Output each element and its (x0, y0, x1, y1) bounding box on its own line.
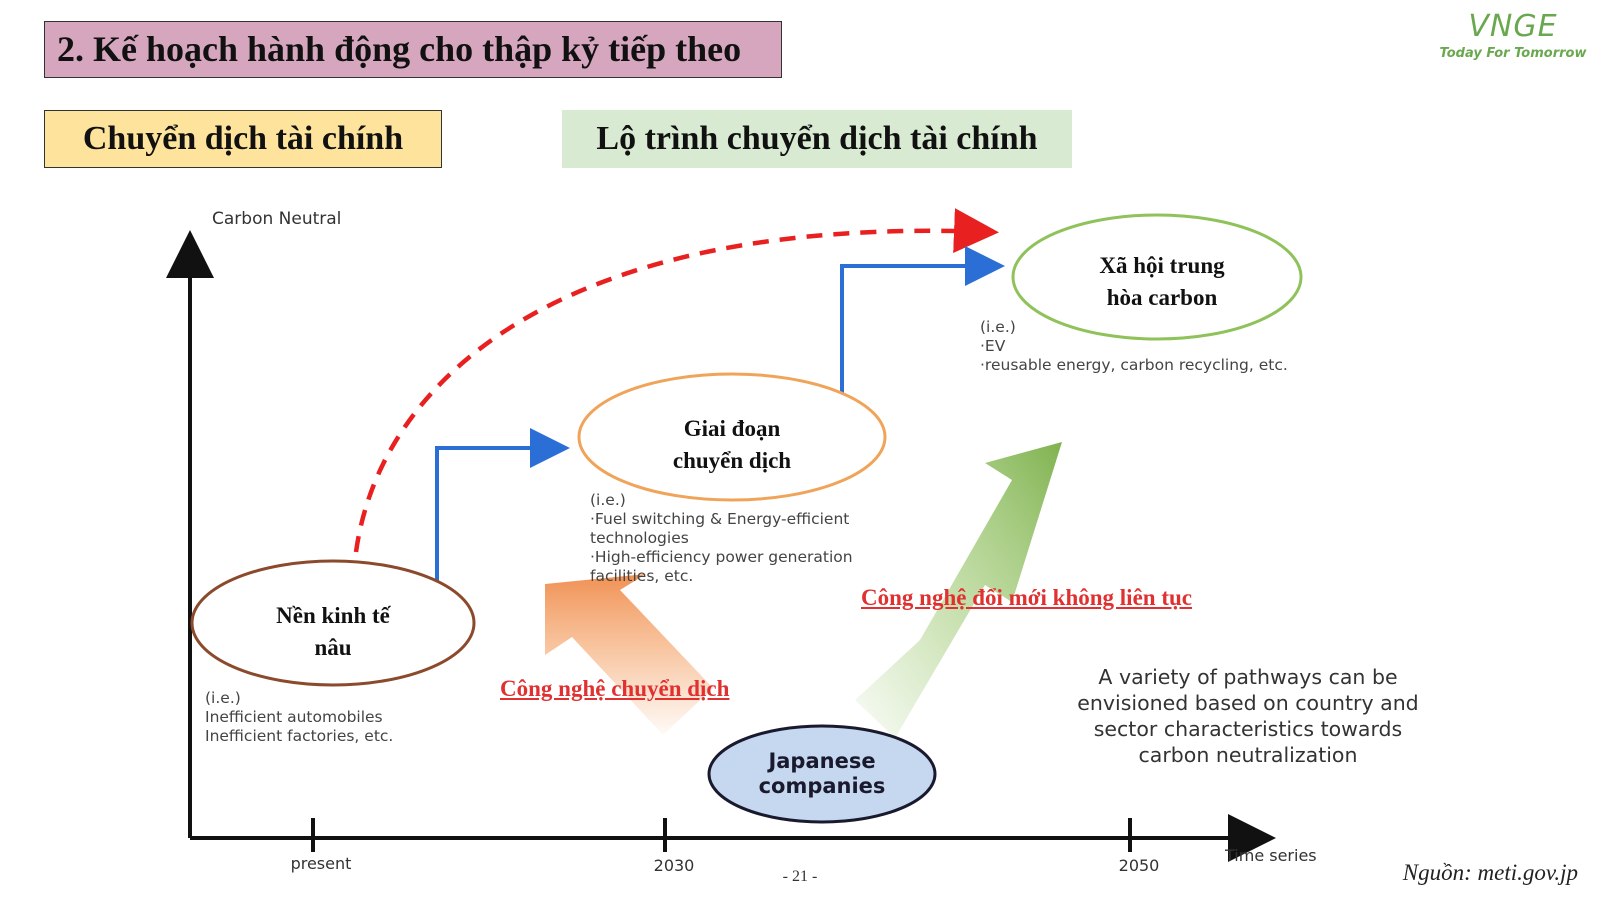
finance-tag: Chuyển dịch tài chính (44, 110, 442, 168)
carbon-neutral-label: Xã hội trung hòa carbon (1062, 250, 1262, 314)
carbon-neutral-examples: (i.e.) ·EV ·reusable energy, carbon recy… (980, 318, 1288, 375)
step-arrow-1 (435, 428, 570, 612)
tick-label-present: present (290, 854, 352, 873)
transition-tech-arrow (545, 574, 713, 735)
brown-economy-ellipse (190, 559, 476, 687)
brown-economy-label-line1: Nền kinh tế (276, 603, 390, 628)
disruptive-tech-arrow (855, 442, 1062, 738)
transition-stage-label-line2: chuyển dịch (672, 448, 792, 473)
transition-stage-label: Giai đoạn chuyển dịch (632, 413, 832, 477)
disruptive-tech-label: Công nghệ đổi mới không liên tục (861, 585, 1192, 610)
logo-mark: VNGE (1468, 9, 1558, 44)
japanese-companies-label-line2: companies (758, 774, 886, 798)
note-line: sector characteristics towards (1093, 717, 1403, 741)
pathways-note: A variety of pathways can be envisioned … (1058, 664, 1438, 768)
roadmap-tag: Lộ trình chuyển dịch tài chính (562, 110, 1072, 168)
example-line: ·reusable energy, carbon recycling, etc. (980, 356, 1288, 374)
logo-tagline: Today For Tomorrow (1439, 46, 1587, 61)
brown-economy-label: Nền kinh tế nâu (233, 600, 433, 664)
vnge-logo: VNGE Today For Tomorrow (1438, 8, 1588, 78)
note-line: A variety of pathways can be (1098, 665, 1398, 689)
y-axis-label: Carbon Neutral (212, 209, 342, 229)
example-line: (i.e.) (980, 318, 1016, 336)
transition-stage-ellipse (577, 372, 887, 502)
note-line: carbon neutralization (1138, 743, 1358, 767)
example-line: Inefficient automobiles (205, 708, 383, 726)
example-line: (i.e.) (590, 491, 626, 509)
transition-stage-label-line1: Giai đoạn (683, 416, 781, 441)
example-line: (i.e.) (205, 689, 241, 707)
dashed-leap-arrow (353, 208, 999, 553)
step-arrow-2 (840, 246, 1005, 428)
transition-tech-label: Công nghệ chuyển dịch (500, 676, 730, 701)
japanese-companies-label: Japanese companies (722, 749, 922, 799)
example-line: technologies (590, 529, 689, 547)
example-line: ·EV (980, 337, 1006, 355)
source-citation: Nguồn: meti.gov.jp (1402, 860, 1578, 885)
example-line: ·Fuel switching & Energy-efficient (590, 510, 850, 528)
japanese-companies-label-line1: Japanese (768, 749, 876, 773)
brown-economy-label-line2: nâu (314, 635, 352, 660)
carbon-neutral-label-line1: Xã hội trung (1099, 253, 1225, 278)
section-title: 2. Kế hoạch hành động cho thập kỷ tiếp t… (44, 21, 782, 78)
example-line: ·High-efficiency power generation (590, 548, 853, 566)
carbon-neutral-label-line2: hòa carbon (1106, 285, 1218, 310)
note-line: envisioned based on country and (1077, 691, 1419, 715)
carbon-neutral-ellipse (1011, 213, 1303, 341)
x-axis-label: Time series (1225, 846, 1317, 865)
example-line: Inefficient factories, etc. (205, 727, 394, 745)
tick-label-2050: 2050 (1118, 856, 1160, 875)
transition-stage-examples: (i.e.) ·Fuel switching & Energy-efficien… (590, 491, 853, 586)
tick-label-2030: 2030 (653, 856, 695, 875)
example-line: facilities, etc. (590, 567, 694, 585)
page-number: - 21 - (782, 868, 818, 885)
brown-economy-examples: (i.e.) Inefficient automobiles Inefficie… (205, 689, 393, 746)
japanese-companies-ellipse (707, 724, 937, 824)
